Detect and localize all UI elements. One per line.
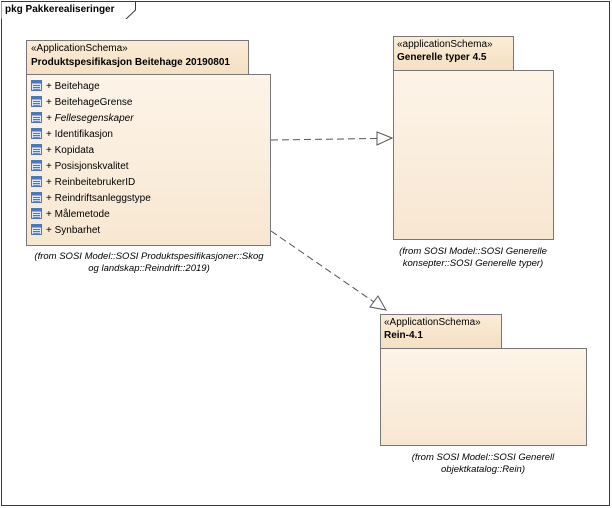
frame-tab xyxy=(1,1,136,19)
class-icon xyxy=(31,96,42,107)
package-generelle-name: Generelle typer 4.5 xyxy=(397,52,487,63)
package-item[interactable]: + Identifikasjon xyxy=(31,128,113,142)
package-item-label: + Målemetode xyxy=(46,209,110,220)
package-item-label: + Identifikasjon xyxy=(46,129,113,140)
package-item[interactable]: + Målemetode xyxy=(31,208,110,222)
class-icon xyxy=(31,176,42,187)
package-generelle-note-line2: konsepter::SOSI Generelle typer) xyxy=(402,258,544,269)
package-item-label: + Posisjonskvalitet xyxy=(46,161,129,172)
package-item[interactable]: + Posisjonskvalitet xyxy=(31,160,129,174)
package-item-label: + Synbarhet xyxy=(46,225,101,236)
class-icon xyxy=(31,208,42,219)
package-generelle-body xyxy=(393,70,554,240)
package-item-label: + Beitehage xyxy=(46,81,100,92)
package-rein-body xyxy=(380,348,587,446)
package-main-note-line2: og landskap::Reindrift::2019) xyxy=(88,263,210,274)
class-icon xyxy=(31,224,42,235)
package-item[interactable]: + ReinbeitebrukerID xyxy=(31,176,135,190)
package-rein-note-line2: objektkatalog::Rein) xyxy=(441,464,525,475)
package-item-label: + Reindriftsanleggstype xyxy=(46,193,151,204)
package-item[interactable]: + Synbarhet xyxy=(31,224,100,238)
dependency-line-generelle xyxy=(270,138,378,141)
package-main-name: Produktspesifikasjon Beitehage 20190801 xyxy=(31,57,230,68)
package-main-body xyxy=(26,74,271,246)
package-item[interactable]: + Kopidata xyxy=(31,144,94,158)
class-icon xyxy=(31,144,42,155)
package-generelle-note: (from SOSI Model::SOSI Generelle konsept… xyxy=(380,246,566,270)
frame-title: pkg Pakkerealiseringer xyxy=(5,4,115,15)
class-icon xyxy=(31,80,42,91)
package-main-note-line1: (from SOSI Model::SOSI Produktspesifikas… xyxy=(34,251,264,262)
package-rein-tab xyxy=(380,314,502,349)
package-generelle-stereotype: «applicationSchema» xyxy=(397,39,493,50)
dependency-line-rein xyxy=(270,230,375,303)
arrowhead-generelle xyxy=(376,131,394,146)
package-item[interactable]: + Beitehage xyxy=(31,80,100,94)
package-rein-name: Rein-4.1 xyxy=(384,330,423,341)
package-item-label: + BeitehageGrense xyxy=(46,97,133,108)
package-generelle-tab xyxy=(393,36,514,71)
class-icon xyxy=(31,112,42,123)
package-item-label: + Fellesegenskaper xyxy=(46,113,134,124)
package-item[interactable]: + Fellesegenskaper xyxy=(31,112,134,126)
package-main-note: (from SOSI Model::SOSI Produktspesifikas… xyxy=(20,251,278,275)
package-item[interactable]: + BeitehageGrense xyxy=(31,96,132,110)
package-item[interactable]: + Reindriftsanleggstype xyxy=(31,192,151,206)
package-generelle-note-line1: (from SOSI Model::SOSI Generelle xyxy=(399,246,547,257)
package-rein-note-line1: (from SOSI Model::SOSI Generell xyxy=(411,452,555,463)
arrowhead-rein xyxy=(369,295,387,311)
class-icon xyxy=(31,160,42,171)
package-item-label: + ReinbeitebrukerID xyxy=(46,177,136,188)
package-item-label: + Kopidata xyxy=(46,145,95,156)
class-icon xyxy=(31,128,42,139)
package-main-stereotype: «ApplicationSchema» xyxy=(31,43,128,54)
package-rein-stereotype: «ApplicationSchema» xyxy=(384,317,481,328)
package-rein-note: (from SOSI Model::SOSI Generell objektka… xyxy=(383,452,583,476)
class-icon xyxy=(31,192,42,203)
